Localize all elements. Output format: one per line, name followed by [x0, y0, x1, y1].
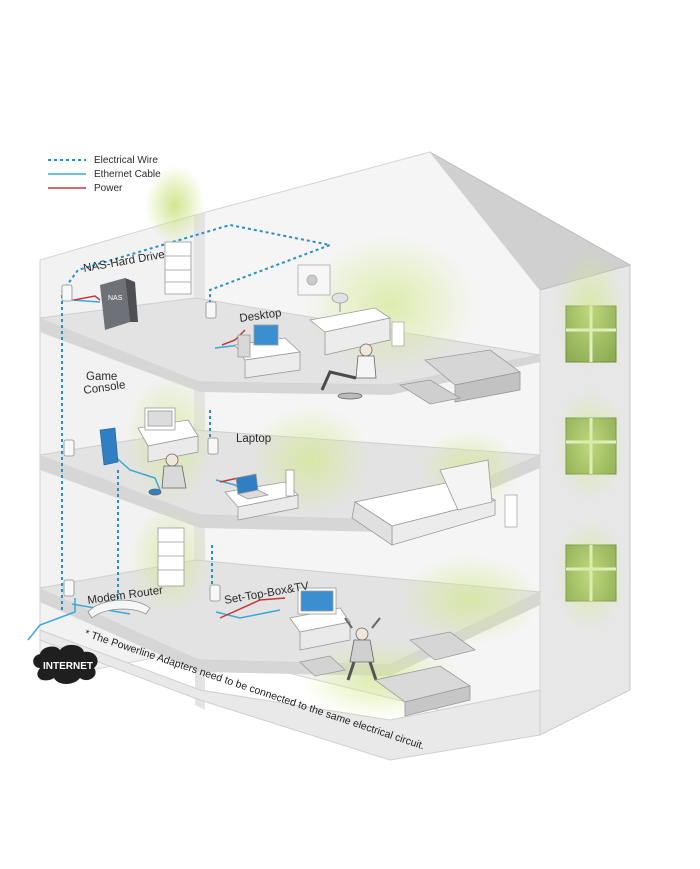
nas-device: [100, 278, 130, 330]
power-cables: [73, 295, 286, 619]
side-cabinet: [391, 321, 405, 347]
tv-room: [289, 587, 476, 717]
desktop-room: [234, 264, 521, 405]
adapter-nas: [61, 284, 73, 302]
label-game-console-line2: Console: [83, 379, 126, 397]
game-console-room: [99, 407, 199, 496]
nas-room: NAS: [100, 241, 192, 330]
power-tv: [219, 597, 286, 619]
bookshelf-top: [164, 241, 192, 295]
ethernet-tv: [215, 609, 281, 619]
adapter-laptop: [207, 437, 219, 455]
adapter-tv: [209, 584, 221, 602]
modem-router-device: [87, 599, 151, 619]
label-laptop: Laptop: [236, 433, 271, 445]
ethernet-cables: [27, 299, 281, 641]
wall-clock: [297, 264, 331, 296]
legend: Electrical Wire Ethernet Cable Power: [48, 155, 161, 194]
bookshelf-bottom: [157, 527, 185, 587]
power-nas: [73, 295, 101, 301]
office-desk: [309, 292, 392, 356]
ground-floor: [39, 629, 541, 761]
laptop-keyboard: [236, 489, 270, 500]
laptop-room: [224, 459, 518, 546]
ethernet-game-console: [109, 451, 161, 491]
person-desktop: [320, 343, 377, 400]
computer-desk: [234, 324, 301, 379]
ethernet-nas: [71, 299, 101, 303]
electrical-wiring: [61, 223, 334, 610]
label-game-console-line1: Game: [86, 371, 117, 383]
electrical-wire-main: [61, 223, 334, 610]
adapter-modem: [63, 579, 75, 597]
game-console-device: [99, 427, 119, 466]
laptop-desk: [224, 469, 299, 521]
cloud-icon: [33, 644, 98, 684]
monitor: [253, 324, 279, 346]
internet-cloud: INTERNET: [33, 644, 98, 684]
adapter-desktop: [205, 301, 217, 319]
adapter-game-console: [63, 439, 75, 457]
legend-ethernet-cable: Ethernet Cable: [94, 169, 161, 180]
modem-room: [87, 527, 185, 619]
tv-stand-game: [137, 407, 199, 463]
tv-cabinet: [289, 587, 351, 651]
bed: [351, 459, 497, 546]
legend-electrical-wire: Electrical Wire: [94, 155, 158, 166]
sofa-ground: [299, 631, 476, 717]
bedside-lamp: [504, 494, 518, 528]
tv-screen: [300, 590, 334, 612]
power-laptop: [219, 477, 239, 483]
sofa-top: [398, 349, 521, 405]
nas-device-label: NAS: [108, 295, 123, 302]
person-tv: [344, 617, 381, 681]
person-gaming: [148, 453, 187, 496]
label-desktop: Desktop: [239, 307, 282, 325]
internet-label: INTERNET: [43, 661, 93, 672]
pc-tower: [237, 334, 251, 358]
legend-power: Power: [94, 183, 123, 194]
power-desktop: [221, 329, 246, 346]
